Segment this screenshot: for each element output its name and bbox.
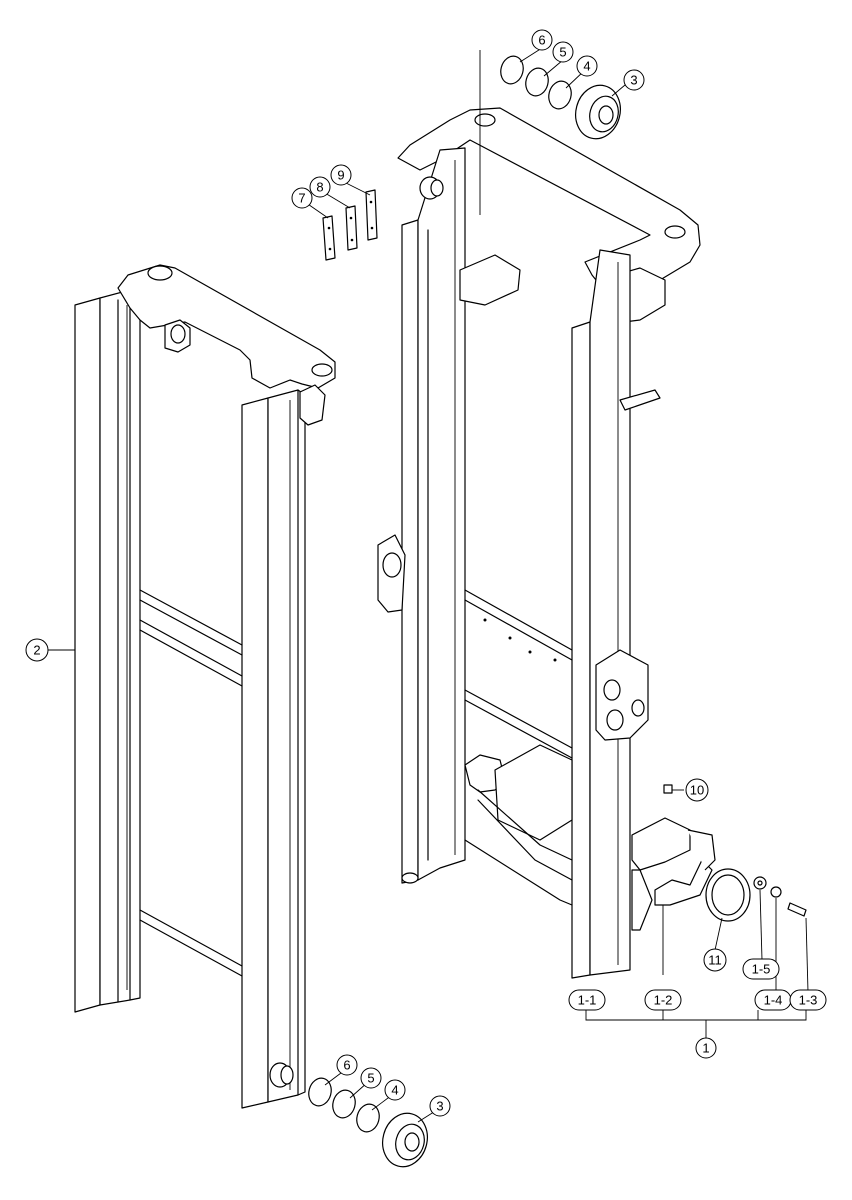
callout-11-label: 11 (708, 953, 722, 968)
callout-6-top-label: 6 (538, 33, 545, 48)
callout-2-label: 2 (33, 643, 40, 658)
callout-6-top: 6 (531, 29, 553, 51)
callout-5-top: 5 (552, 41, 574, 63)
callout-1-5-label: 1-5 (752, 962, 771, 977)
callout-3-bottom-label: 3 (436, 1099, 443, 1114)
callout-7: 7 (291, 187, 313, 209)
callout-7-label: 7 (298, 191, 305, 206)
callout-2: 2 (25, 638, 49, 662)
callout-11: 11 (703, 948, 727, 972)
callout-1-3-label: 1-3 (799, 993, 818, 1008)
callout-10: 10 (685, 778, 709, 802)
callout-1-2: 1-2 (644, 989, 682, 1011)
inner-mast (74, 264, 336, 1109)
callout-4-bottom: 4 (384, 1079, 406, 1101)
callout-9-label: 9 (337, 168, 344, 183)
callout-5-bottom-label: 5 (367, 1071, 374, 1086)
callout-8: 8 (309, 176, 331, 198)
callout-10-label: 10 (690, 783, 704, 798)
callout-6-bottom: 6 (336, 1054, 358, 1076)
callout-5-bottom: 5 (360, 1067, 382, 1089)
callout-4-top: 4 (576, 55, 598, 77)
shim-group (322, 189, 378, 261)
callout-3-top: 3 (623, 69, 645, 91)
callout-4-bottom-label: 4 (391, 1083, 398, 1098)
callouts: 6 5 4 3 9 8 7 2 (25, 29, 827, 1117)
callout-5-top-label: 5 (559, 45, 566, 60)
callout-3-top-label: 3 (630, 73, 637, 88)
top-roller-group (419, 50, 621, 215)
callout-1-2-label: 1-2 (654, 993, 673, 1008)
callout-1-1: 1-1 (568, 989, 606, 1011)
outer-mast (377, 107, 701, 979)
callout-4-top-label: 4 (583, 59, 590, 74)
callout-1-3: 1-3 (789, 989, 827, 1011)
callout-3-bottom: 3 (429, 1095, 451, 1117)
callout-1-5: 1-5 (742, 958, 780, 980)
callout-9: 9 (330, 164, 352, 186)
bottom-roller-group (308, 1077, 428, 1168)
callout-8-label: 8 (316, 180, 323, 195)
trunnion-group (654, 784, 807, 922)
callout-1: 1 (695, 1037, 717, 1059)
callout-1-4-label: 1-4 (764, 993, 783, 1008)
callout-1-1-label: 1-1 (578, 993, 597, 1008)
callout-6-bottom-label: 6 (343, 1058, 350, 1073)
callout-1-4: 1-4 (754, 989, 792, 1011)
callout-1-label: 1 (702, 1041, 709, 1056)
